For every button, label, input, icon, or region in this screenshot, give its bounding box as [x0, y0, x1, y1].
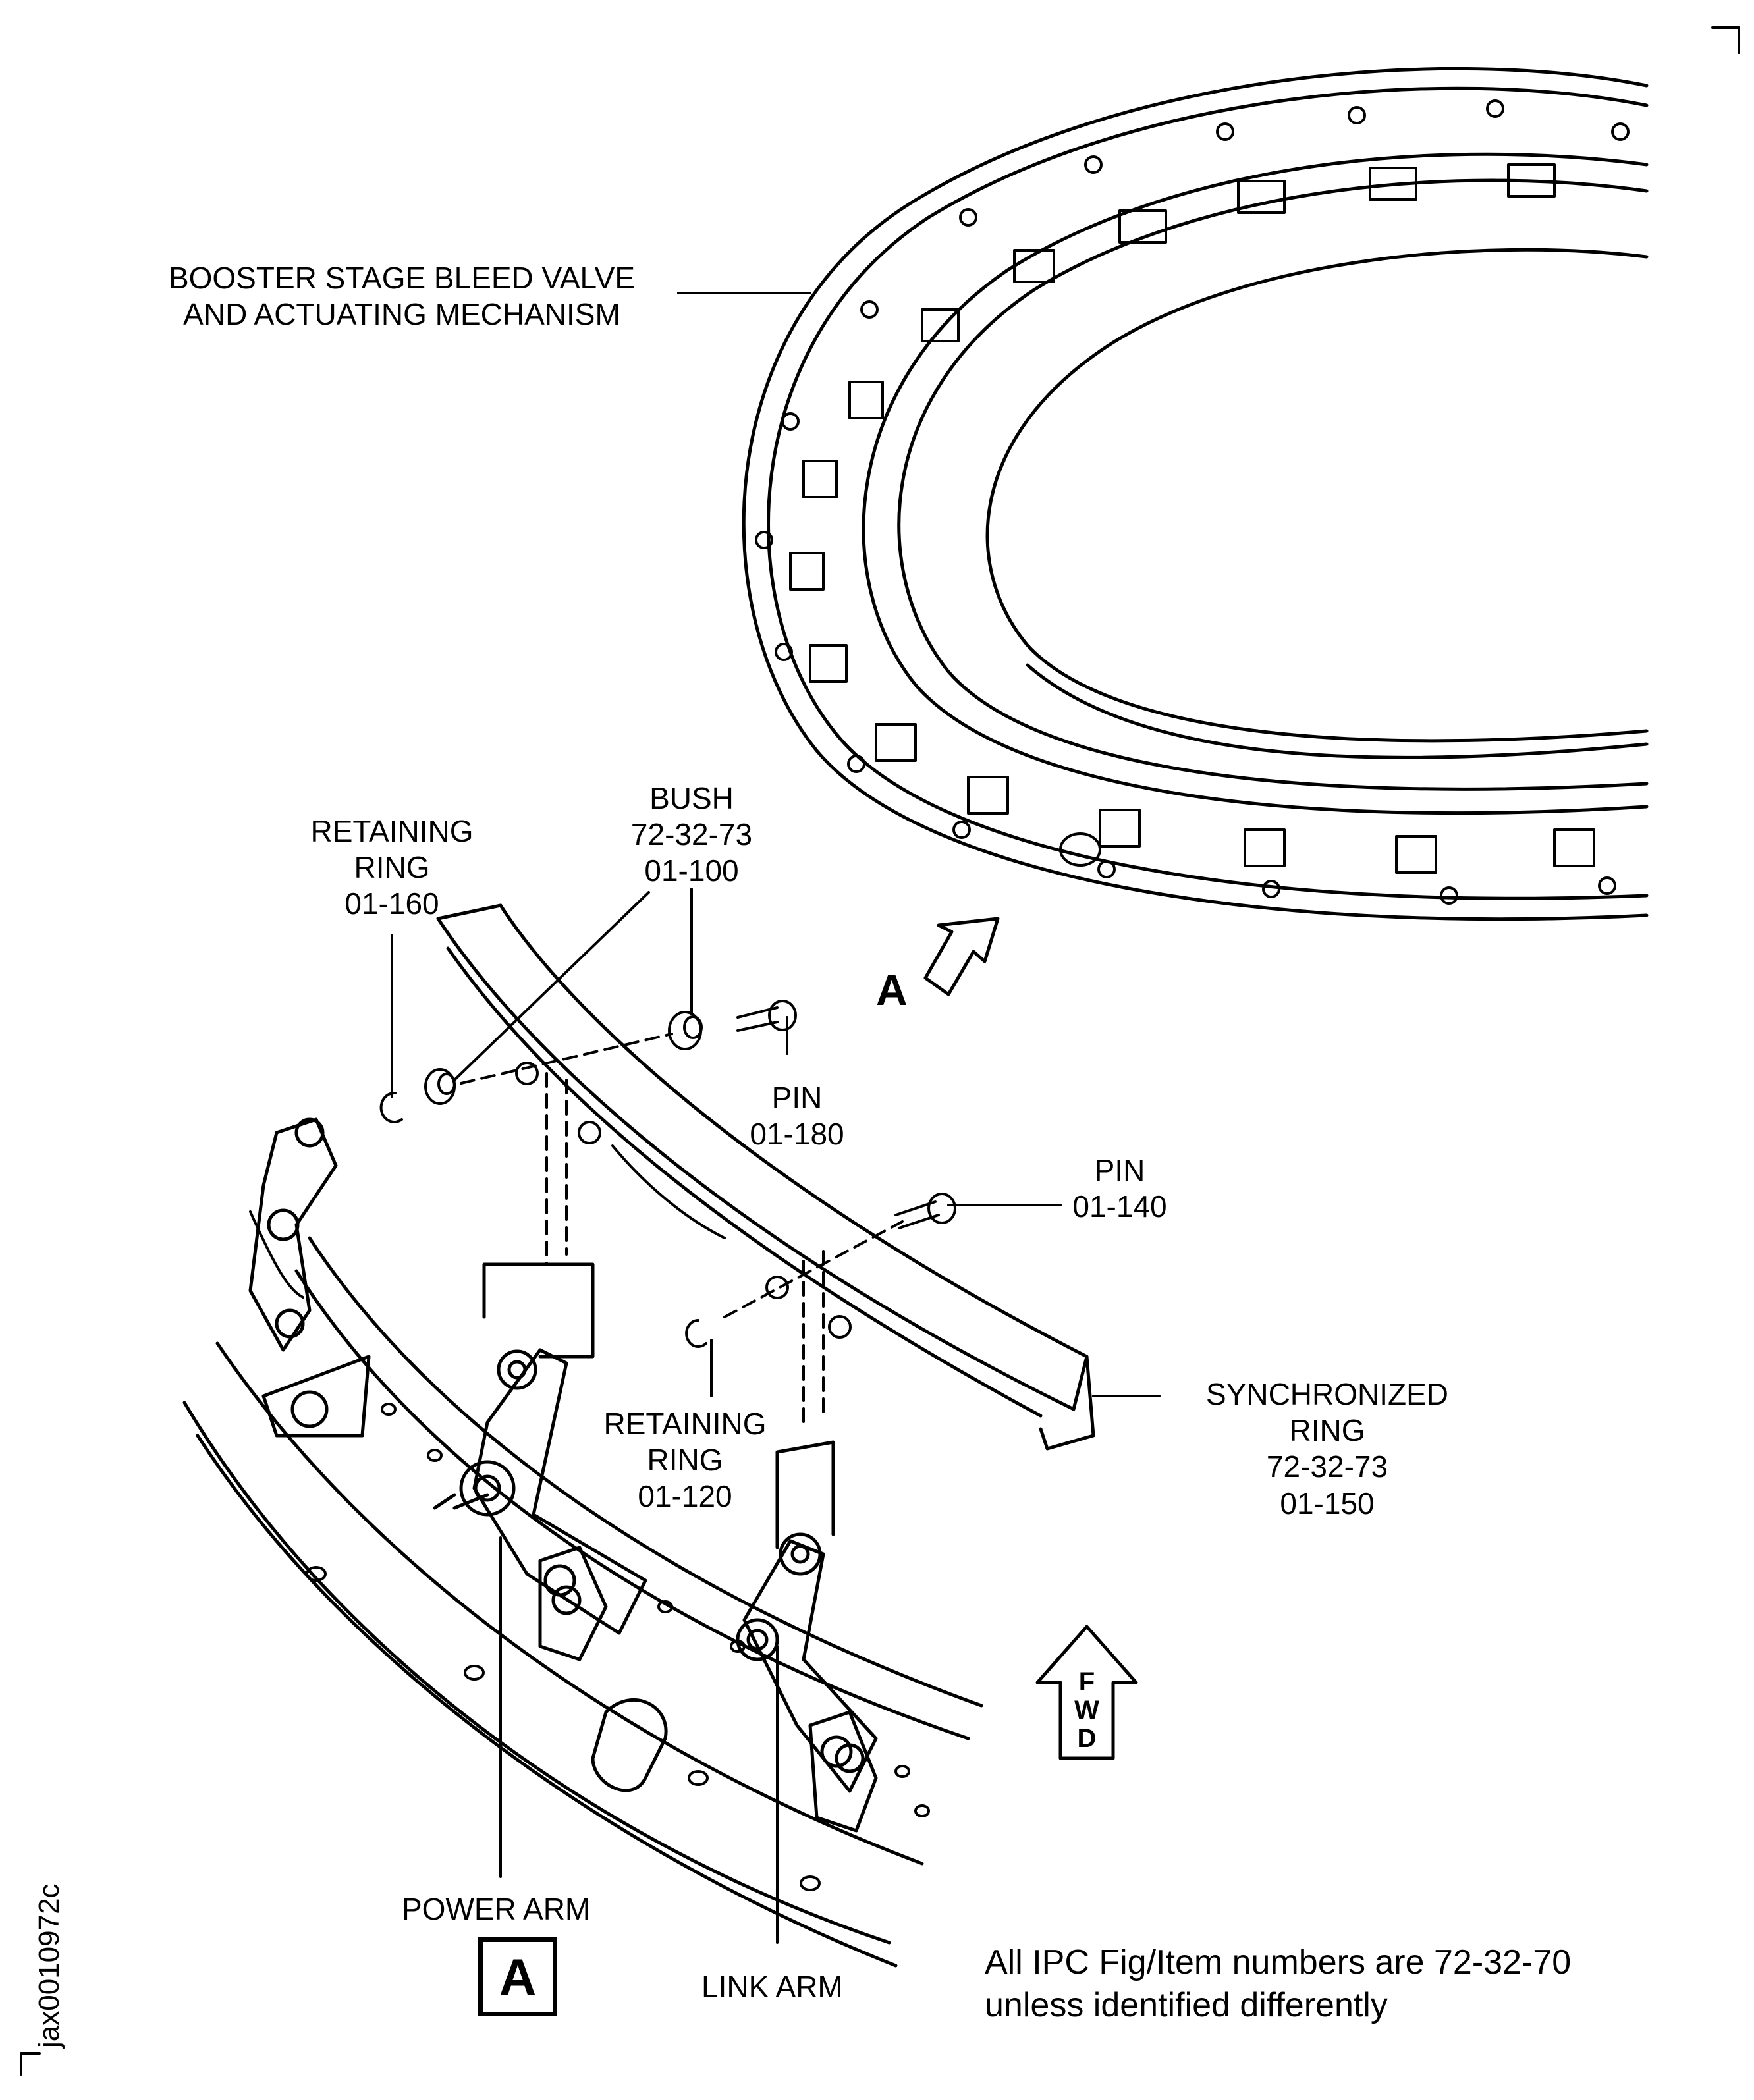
label-retaining-ring-01-160: RETAINING RING 01-160	[310, 814, 474, 921]
view-a-arrow	[923, 917, 1000, 996]
label-bush: BUSH 72-32-73 01-100	[630, 781, 753, 888]
figure-code: jax0010972c	[33, 1883, 65, 2048]
fwd-letter-w: W	[1074, 1696, 1099, 1725]
ipc-note: All IPC Fig/Item numbers are 72-32-70 un…	[985, 1943, 1572, 2024]
ring-brackets	[789, 163, 1595, 874]
fwd-arrow	[1035, 1625, 1138, 1760]
exploded-hardware	[379, 1000, 956, 1348]
bleed-valve-ring	[742, 67, 1649, 921]
corner-mark-top-right	[1711, 26, 1740, 54]
label-retaining-ring-01-120: RETAINING RING 01-120	[603, 1407, 767, 1514]
label-pin-01-180: PIN 01-180	[750, 1081, 844, 1152]
power-arm-assembly	[433, 1262, 647, 1635]
label-pin-01-140: PIN 01-140	[1072, 1153, 1167, 1224]
ring-bolts	[755, 99, 1630, 905]
link-arm-assembly	[736, 1440, 878, 1793]
leader-lines	[391, 888, 1161, 1944]
view-a-indicator: A	[876, 965, 908, 1014]
label-booster-stage-bleed-valve: BOOSTER STAGE BLEED VALVE AND ACTUATING …	[168, 261, 636, 332]
fwd-letter-f: F	[1078, 1667, 1095, 1696]
lower-ring-view-a	[182, 1210, 983, 1968]
label-synchronized-ring: SYNCHRONIZED RING 72-32-73 01-150	[1205, 1377, 1449, 1521]
label-power-arm: POWER ARM	[402, 1892, 591, 1926]
assembly-dashed-lines	[460, 1033, 904, 1430]
label-link-arm: LINK ARM	[701, 1970, 843, 2004]
view-a-box: A	[478, 1937, 557, 2016]
left-clevis-assemblies	[248, 1117, 878, 1833]
fwd-letter-d: D	[1077, 1724, 1097, 1753]
synchronized-ring-segment	[436, 903, 1095, 1451]
corner-mark-bottom-left	[20, 2052, 41, 2076]
